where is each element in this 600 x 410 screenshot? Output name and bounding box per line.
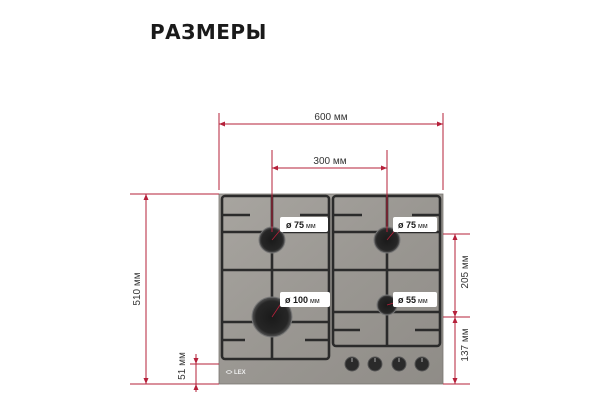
dim-width-half: 300 мм: [313, 156, 346, 167]
knob-2: [367, 356, 383, 372]
control-knobs: [344, 356, 430, 372]
burner-label-4-unit: мм: [418, 298, 428, 305]
knob-4: [414, 356, 430, 372]
dimension-lines: [130, 113, 470, 392]
page-title: РАЗМЕРЫ: [150, 20, 267, 44]
dim-height-front: 51 мм: [177, 352, 188, 380]
dim-right-lower: 137 мм: [460, 328, 471, 361]
dim-right-upper: 205 мм: [460, 255, 471, 288]
burner-label-2-diameter: ø 75: [398, 220, 416, 230]
brand-name: LEX: [234, 370, 246, 376]
burner-label-1-unit: мм: [306, 223, 316, 230]
burner-label-3-unit: мм: [310, 298, 320, 305]
burner-label-2-unit: мм: [418, 223, 428, 230]
dim-width-total: 600 мм: [314, 112, 347, 123]
brand-logo: LEX: [225, 370, 246, 376]
knob-1: [344, 356, 360, 372]
knob-3: [391, 356, 407, 372]
dim-height-total: 510 мм: [132, 272, 143, 305]
burner-label-4-diameter: ø 55: [398, 295, 416, 305]
burner-label-1-diameter: ø 75: [286, 220, 304, 230]
burner-label-3-diameter: ø 100: [285, 295, 308, 305]
